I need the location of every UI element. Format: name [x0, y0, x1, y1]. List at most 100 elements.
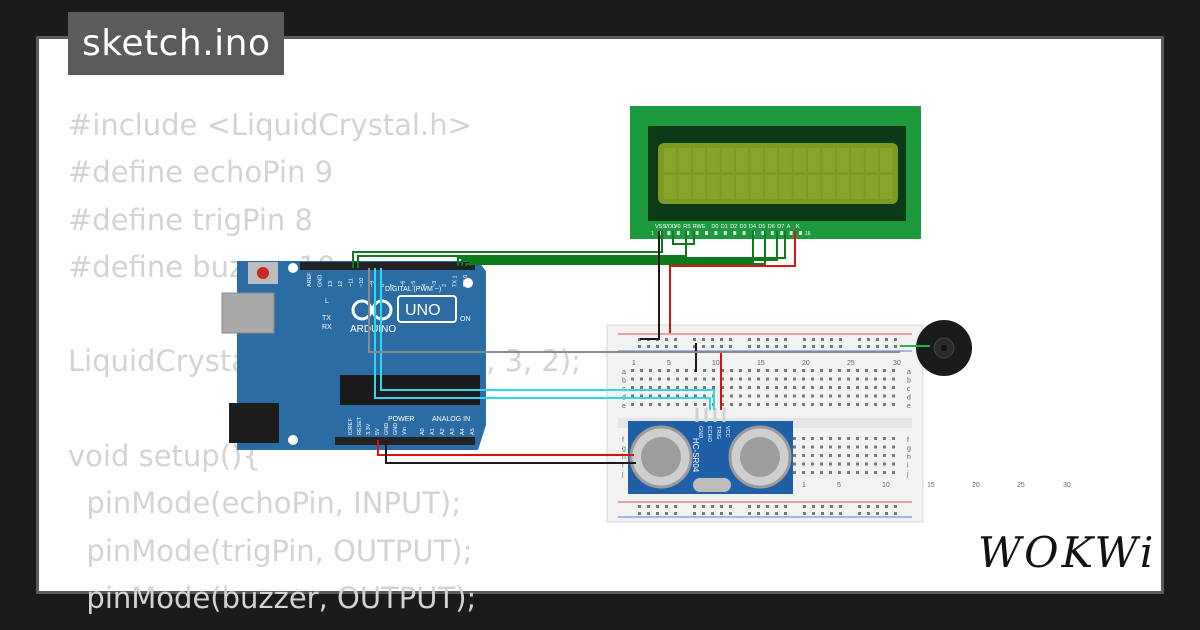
breadboard-hole[interactable] — [793, 437, 796, 440]
breadboard-hole[interactable] — [874, 437, 877, 440]
breadboard-hole[interactable] — [793, 377, 796, 381]
breadboard-hole[interactable] — [775, 512, 778, 515]
breadboard-hole[interactable] — [665, 345, 668, 348]
breadboard-hole[interactable] — [802, 445, 805, 449]
breadboard-hole[interactable] — [811, 462, 814, 466]
breadboard-hole[interactable] — [647, 512, 650, 515]
breadboard-hole[interactable] — [894, 512, 897, 515]
breadboard-hole[interactable] — [894, 345, 897, 348]
breadboard-hole[interactable] — [874, 462, 877, 466]
breadboard-hole[interactable] — [748, 338, 751, 341]
breadboard-hole[interactable] — [665, 338, 668, 341]
breadboard-hole[interactable] — [793, 403, 796, 406]
breadboard-hole[interactable] — [847, 437, 850, 440]
lcd-pin[interactable] — [686, 231, 690, 235]
breadboard-hole[interactable] — [720, 512, 723, 515]
breadboard-hole[interactable] — [811, 386, 814, 389]
breadboard-hole[interactable] — [748, 505, 751, 508]
breadboard-hole[interactable] — [730, 403, 733, 406]
breadboard-hole[interactable] — [739, 369, 742, 372]
breadboard-hole[interactable] — [703, 386, 706, 389]
breadboard-hole[interactable] — [693, 512, 696, 515]
breadboard-hole[interactable] — [766, 505, 769, 508]
breadboard-hole[interactable] — [892, 471, 895, 474]
filename-tab[interactable]: sketch.ino — [68, 12, 285, 75]
breadboard-hole[interactable] — [803, 345, 806, 348]
breadboard-hole[interactable] — [876, 338, 879, 341]
breadboard-hole[interactable] — [720, 345, 723, 348]
lcd-pin[interactable] — [667, 231, 671, 235]
breadboard-hole[interactable] — [647, 505, 650, 508]
breadboard-hole[interactable] — [766, 338, 769, 341]
breadboard-hole[interactable] — [812, 512, 815, 515]
breadboard-hole[interactable] — [748, 369, 751, 372]
breadboard-hole[interactable] — [685, 394, 688, 398]
breadboard-hole[interactable] — [894, 338, 897, 341]
breadboard-hole[interactable] — [711, 512, 714, 515]
breadboard-hole[interactable] — [739, 386, 742, 389]
breadboard-hole[interactable] — [847, 377, 850, 381]
breadboard-hole[interactable] — [892, 377, 895, 381]
breadboard-hole[interactable] — [838, 394, 841, 398]
breadboard-hole[interactable] — [674, 512, 677, 515]
breadboard-hole[interactable] — [775, 369, 778, 372]
breadboard-hole[interactable] — [838, 471, 841, 474]
breadboard-hole[interactable] — [856, 377, 859, 381]
breadboard-hole[interactable] — [802, 403, 805, 406]
breadboard-hole[interactable] — [839, 505, 842, 508]
breadboard-hole[interactable] — [640, 369, 643, 372]
breadboard-hole[interactable] — [829, 454, 832, 457]
breadboard-hole[interactable] — [667, 386, 670, 389]
breadboard-hole[interactable] — [811, 437, 814, 440]
breadboard-hole[interactable] — [721, 403, 724, 406]
breadboard-hole[interactable] — [685, 369, 688, 372]
lcd-pin[interactable] — [789, 231, 793, 235]
breadboard-hole[interactable] — [839, 512, 842, 515]
breadboard-hole[interactable] — [865, 386, 868, 389]
breadboard-hole[interactable] — [820, 403, 823, 406]
lcd-pin[interactable] — [733, 231, 737, 235]
breadboard-hole[interactable] — [720, 338, 723, 341]
lcd-pin[interactable] — [780, 231, 784, 235]
breadboard-hole[interactable] — [812, 505, 815, 508]
breadboard-hole[interactable] — [631, 377, 634, 381]
breadboard-hole[interactable] — [730, 369, 733, 372]
breadboard-hole[interactable] — [748, 403, 751, 406]
breadboard-hole[interactable] — [883, 403, 886, 406]
breadboard-hole[interactable] — [820, 462, 823, 466]
breadboard-hole[interactable] — [883, 386, 886, 389]
breadboard-hole[interactable] — [640, 386, 643, 389]
breadboard-hole[interactable] — [847, 403, 850, 406]
lcd-pin[interactable] — [676, 231, 680, 235]
breadboard-hole[interactable] — [830, 345, 833, 348]
breadboard-hole[interactable] — [874, 369, 877, 372]
breadboard-hole[interactable] — [867, 338, 870, 341]
breadboard-hole[interactable] — [685, 377, 688, 381]
breadboard-hole[interactable] — [821, 505, 824, 508]
breadboard-hole[interactable] — [856, 403, 859, 406]
breadboard-hole[interactable] — [811, 403, 814, 406]
breadboard-hole[interactable] — [757, 512, 760, 515]
breadboard-hole[interactable] — [885, 505, 888, 508]
breadboard-hole[interactable] — [711, 338, 714, 341]
breadboard-hole[interactable] — [856, 437, 859, 440]
breadboard-hole[interactable] — [838, 462, 841, 466]
breadboard-hole[interactable] — [784, 505, 787, 508]
breadboard-hole[interactable] — [739, 394, 742, 398]
breadboard-hole[interactable] — [775, 386, 778, 389]
breadboard-hole[interactable] — [658, 394, 661, 398]
breadboard-hole[interactable] — [793, 454, 796, 457]
breadboard-hole[interactable] — [812, 338, 815, 341]
breadboard-hole[interactable] — [703, 394, 706, 398]
breadboard-hole[interactable] — [784, 369, 787, 372]
breadboard-hole[interactable] — [802, 454, 805, 457]
breadboard-hole[interactable] — [638, 505, 641, 508]
breadboard-hole[interactable] — [766, 345, 769, 348]
breadboard-hole[interactable] — [793, 462, 796, 466]
breadboard-hole[interactable] — [712, 377, 715, 381]
breadboard-hole[interactable] — [730, 394, 733, 398]
breadboard-hole[interactable] — [748, 386, 751, 389]
breadboard-hole[interactable] — [892, 454, 895, 457]
breadboard-hole[interactable] — [784, 345, 787, 348]
